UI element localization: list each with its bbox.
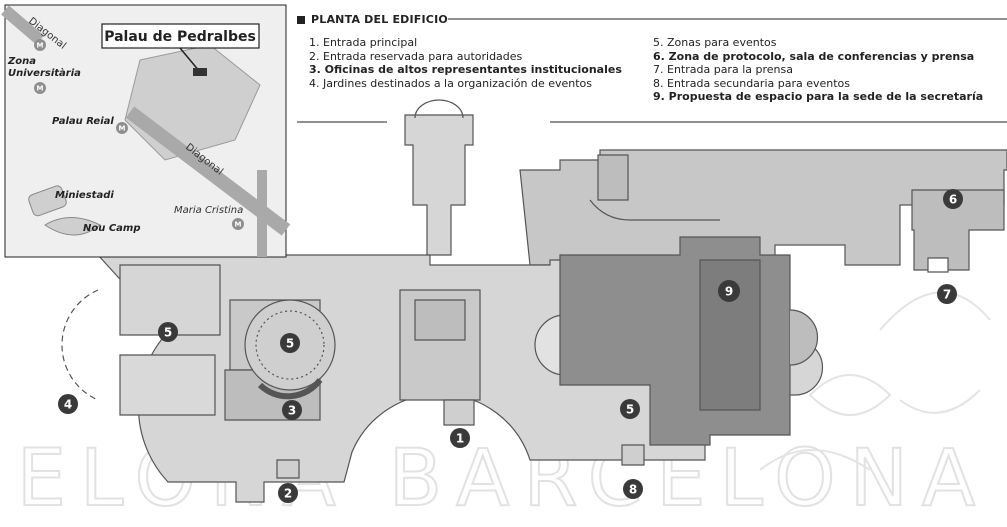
- locator-title-box: [101, 23, 260, 49]
- marker-5c: 5: [620, 399, 640, 419]
- legend-square-icon: [297, 15, 305, 24]
- svg-text:M: M: [37, 42, 44, 50]
- legend-title-text: PLANTA DEL EDIFICIO: [311, 13, 448, 26]
- tower-block: [404, 114, 474, 256]
- marker-3: 3: [282, 400, 302, 420]
- marker-6: 6: [943, 189, 963, 209]
- legend-column-right: 5. Zonas para eventos 6. Zona de protoco…: [653, 36, 983, 104]
- legend-item-6: 6. Zona de protocolo, sala de conferenci…: [653, 49, 975, 63]
- svg-text:M: M: [119, 125, 126, 133]
- svg-text:3: 3: [288, 404, 296, 418]
- marker-9: 9: [718, 280, 740, 302]
- zone-6-room: [911, 189, 1005, 271]
- label-universitaria: Universitària: [8, 67, 81, 79]
- svg-text:5: 5: [626, 403, 634, 417]
- label-nou-camp: Nou Camp: [83, 223, 141, 234]
- marker-2: 2: [278, 483, 298, 503]
- legend-item-7: 7. Entrada para la prensa: [653, 63, 793, 76]
- marker-4: 4: [58, 394, 78, 414]
- marker-5b: 5: [280, 333, 300, 353]
- locator-map: M M M M Palau de Pedralbes Diagonal Zona…: [1, 4, 291, 258]
- svg-text:M: M: [235, 221, 242, 229]
- marker-8: 8: [623, 479, 643, 499]
- svg-text:1: 1: [456, 432, 464, 446]
- legend-item-5: 5. Zonas para eventos: [653, 36, 777, 49]
- legend-item-9: 9. Propuesta de espacio para la sede de …: [653, 90, 984, 103]
- legend-item-1: 1. Entrada principal: [309, 36, 418, 49]
- svg-text:5: 5: [164, 326, 172, 340]
- label-palau-reial: Palau Reial: [52, 116, 114, 127]
- marker-1: 1: [450, 428, 470, 448]
- legend-column-left: 1. Entrada principal 2. Entrada reservad…: [309, 36, 622, 90]
- legend-item-2: 2. Entrada reservada para autoridades: [309, 49, 523, 63]
- svg-text:M: M: [37, 85, 44, 93]
- svg-text:8: 8: [629, 483, 637, 497]
- label-miniestadi: Miniestadi: [55, 190, 114, 201]
- svg-text:4: 4: [64, 398, 72, 412]
- legend-item-3: 3. Oficinas de altos representantes inst…: [309, 63, 622, 76]
- legend-title: PLANTA DEL EDIFICIO: [297, 13, 448, 26]
- label-maria-cristina: Maria Cristina: [174, 205, 243, 216]
- legend-item-4: 4. Jardines destinados a la organización…: [309, 76, 593, 90]
- metro-symbols: [34, 39, 244, 230]
- svg-text:6: 6: [949, 193, 957, 207]
- svg-text:9: 9: [725, 285, 733, 299]
- markers: 1 2 3 4 5 5 5 6: [58, 189, 963, 503]
- locator-title: Palau de Pedralbes: [104, 29, 256, 45]
- marker-7: 7: [937, 284, 957, 304]
- svg-text:7: 7: [943, 288, 951, 302]
- label-zona: Zona: [7, 56, 36, 67]
- marker-5a: 5: [158, 322, 178, 342]
- legend-item-8: 8. Entrada secundaria para eventos: [653, 76, 851, 90]
- svg-text:2: 2: [284, 487, 292, 501]
- svg-text:5: 5: [286, 337, 294, 351]
